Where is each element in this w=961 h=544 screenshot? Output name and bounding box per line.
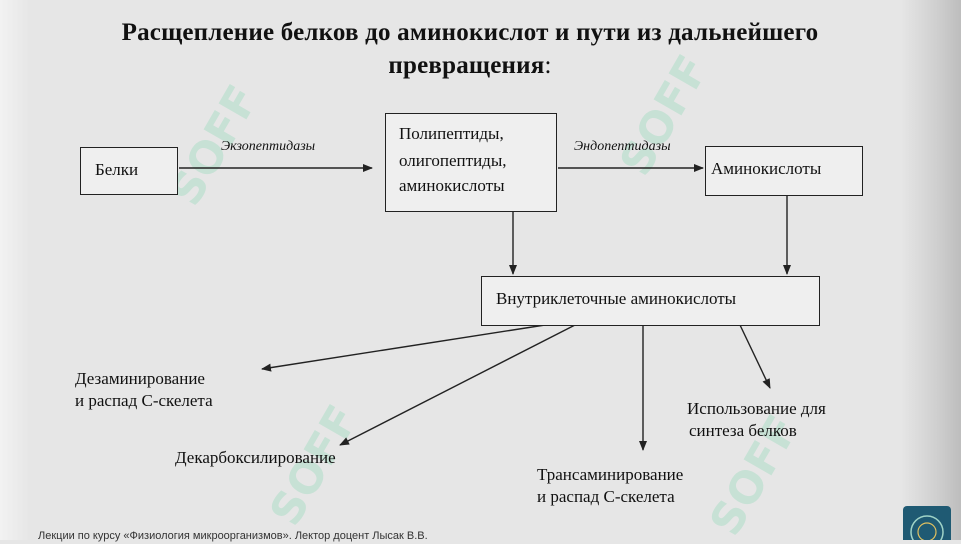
arrow-to-decarboxylation <box>339 324 576 446</box>
polypeptides-box: Полипептиды, олигопептиды, аминокислоты <box>385 113 557 212</box>
polypeptides-line-3: аминокислоты <box>399 176 505 195</box>
deamination-label: Дезаминирование и распад С-скелета <box>75 369 213 410</box>
logo-emblem <box>910 515 944 540</box>
arrow-to-deamination <box>261 324 546 372</box>
intracellular-label: Внутриклеточные аминокислоты <box>496 289 737 308</box>
right-frame <box>901 0 961 540</box>
proteins-label: Белки <box>95 160 139 179</box>
amino-acids-label: Аминокислоты <box>711 159 822 178</box>
left-frame <box>0 0 30 540</box>
arrow-to-synthesis <box>739 324 771 389</box>
amino-acids-box: Аминокислоты <box>705 146 863 196</box>
footer-credit: Лекции по курсу «Физиология микроорганиз… <box>38 530 428 542</box>
protein-synthesis-label: Использование для синтеза белков <box>687 399 826 440</box>
polypeptides-line-1: Полипептиды, <box>399 124 504 143</box>
proteins-box: Белки <box>80 147 178 195</box>
exopeptidases-label: Экзопептидазы <box>221 139 316 154</box>
university-logo-icon <box>903 506 951 540</box>
endopeptidases-label: Эндопептидазы <box>574 139 671 154</box>
transamination-label: Трансаминирование и распад С-скелета <box>537 465 684 506</box>
decarboxylation-label: Декарбоксилирование <box>175 448 336 467</box>
intracellular-box: Внутриклеточные аминокислоты <box>481 276 820 326</box>
title-line-2: превращения: <box>388 52 552 79</box>
title-line-1: Расщепление белков до аминокислот и пути… <box>121 19 819 46</box>
polypeptides-line-2: олигопептиды, <box>399 151 507 170</box>
slide-title: Расщепление белков до аминокислот и пути… <box>40 16 900 82</box>
